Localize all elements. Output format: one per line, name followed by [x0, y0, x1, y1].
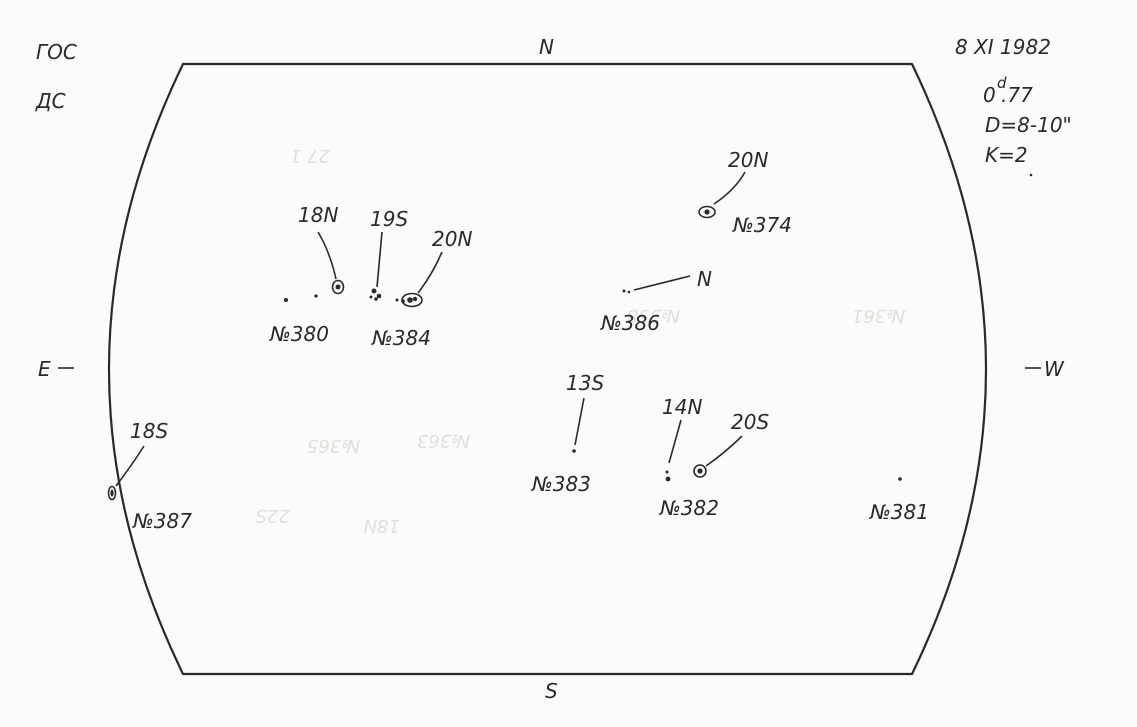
- leader-line: [417, 251, 443, 294]
- penumbra: [693, 464, 707, 478]
- umbra: [697, 468, 703, 474]
- sunspot-group-384: 20N №384: [371, 227, 472, 350]
- east-label: E: [38, 357, 51, 381]
- sunspot-group-380: 18N №380: [269, 203, 345, 346]
- group-number: №374: [732, 213, 792, 237]
- group-number: №387: [132, 509, 192, 533]
- penumbra: [401, 292, 423, 308]
- sunspot-group-20s: 20S: [693, 410, 769, 478]
- umbra: [110, 489, 114, 497]
- group-number: №381: [869, 500, 929, 524]
- observatory-code: ГОС: [36, 40, 77, 64]
- spot: [627, 290, 631, 294]
- quality-value: K=2: [985, 143, 1028, 167]
- sunspot-group-381: №381: [869, 477, 929, 524]
- group-latitude: 20N: [432, 227, 472, 251]
- spot: [371, 288, 377, 294]
- group-latitude: 18S: [130, 419, 168, 443]
- sunspot-group-19s: 19S: [369, 207, 408, 301]
- umbra: [704, 209, 710, 215]
- spot: [622, 289, 626, 293]
- penumbra: [107, 485, 117, 501]
- leader-line: [705, 435, 743, 467]
- leader-line: [317, 231, 337, 280]
- sunspot-group-382: 14N №382: [659, 395, 719, 520]
- group-number: №386: [600, 311, 660, 335]
- spot: [572, 449, 576, 453]
- spot: [314, 294, 318, 298]
- leader-line: [115, 445, 145, 487]
- leader-line: [574, 397, 585, 446]
- umbra: [335, 284, 341, 290]
- group-number: №384: [371, 326, 431, 350]
- sunspot-group-387: 18S №387: [107, 419, 192, 533]
- north-label: N: [539, 35, 554, 59]
- observation-time: 0 d .77: [983, 74, 1033, 107]
- leader-line: [633, 275, 691, 291]
- solar-disk-outline: [107, 62, 988, 676]
- penumbra: [331, 279, 345, 295]
- group-latitude: 19S: [370, 207, 408, 231]
- spot: [665, 476, 671, 482]
- leader-line: [376, 231, 383, 288]
- spot: [395, 298, 399, 302]
- svg-text:№361: №361: [852, 305, 906, 326]
- umbra: [407, 297, 413, 303]
- group-latitude: 18N: [298, 203, 338, 227]
- group-latitude: 13S: [566, 371, 604, 395]
- time-base: 0: [983, 83, 996, 107]
- group-latitude: 20N: [728, 148, 768, 172]
- observation-date: 8 XI 1982: [955, 35, 1051, 59]
- spot: [284, 298, 288, 302]
- seeing-value: D=8-10": [985, 113, 1072, 137]
- time-fraction: .77: [1001, 83, 1033, 107]
- time-superscript: d: [997, 74, 1007, 92]
- group-latitude: 20S: [731, 410, 769, 434]
- svg-text:№363: №363: [417, 430, 471, 451]
- spot: [374, 297, 378, 301]
- stray-dot: [1029, 173, 1033, 177]
- south-label: S: [545, 679, 558, 703]
- sunspot-group-386: N №386: [600, 267, 712, 335]
- group-number: №383: [531, 472, 591, 496]
- svg-text:№358: №358: [627, 305, 681, 326]
- umbra: [412, 296, 418, 302]
- west-label: W: [1044, 357, 1065, 381]
- group-number: №382: [659, 496, 719, 520]
- group-latitude: N: [697, 267, 712, 291]
- svg-text:№365: №365: [307, 435, 361, 456]
- spot: [665, 470, 669, 474]
- spot: [369, 295, 373, 299]
- svg-text:27 1: 27 1: [290, 145, 330, 166]
- group-number: №380: [269, 322, 329, 346]
- sunspot-group-383: 13S №383: [531, 371, 604, 496]
- leader-line: [668, 419, 682, 464]
- spot: [898, 477, 902, 481]
- svg-text:18N: 18N: [364, 515, 400, 536]
- leader-line: [713, 171, 746, 205]
- spot: [376, 293, 382, 299]
- paper-show-through: 27 1 №363 №365 №361 22S 18N №358: [256, 145, 906, 536]
- svg-text:22S: 22S: [256, 505, 290, 526]
- sunspot-group-374: 20N №374: [698, 148, 792, 237]
- group-latitude: 14N: [662, 395, 702, 419]
- penumbra: [698, 205, 716, 219]
- instrument-code: ДС: [35, 89, 66, 113]
